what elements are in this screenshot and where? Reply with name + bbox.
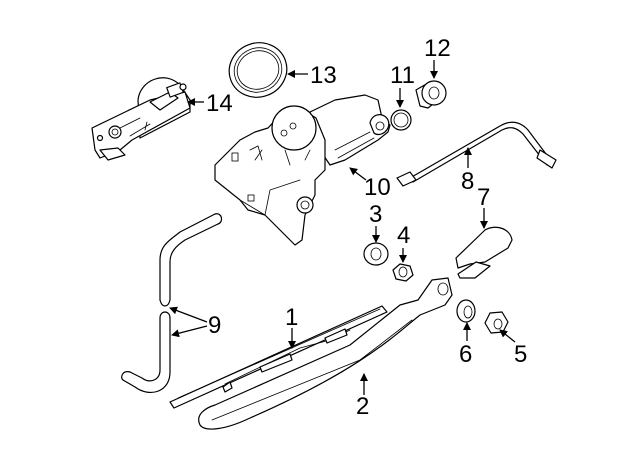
- part-13-grommet: [228, 42, 288, 98]
- callout-4: 4: [397, 222, 410, 249]
- callout-1: 1: [285, 304, 298, 331]
- callout-11: 11: [390, 62, 415, 89]
- part-9-hose-lower: [121, 311, 171, 393]
- callout-12: 12: [424, 35, 451, 62]
- leader-9a: [169, 306, 208, 323]
- part-3-washer: [363, 242, 389, 266]
- callout-9: 9: [208, 312, 221, 339]
- part-4-nut: [392, 263, 414, 282]
- callout-3: 3: [369, 201, 382, 228]
- leader-5: [499, 329, 516, 343]
- part-2-wiper-arm: [198, 277, 453, 430]
- part-10-wiper-motor: [214, 94, 391, 246]
- callout-10: 10: [364, 174, 391, 201]
- part-7-arm-cap: [455, 226, 513, 279]
- callout-8: 8: [461, 168, 474, 195]
- callout-7: 7: [477, 184, 490, 211]
- part-14-pump: [91, 77, 191, 161]
- part-8-washer-line: [396, 121, 557, 187]
- part-6-washer: [456, 299, 476, 323]
- callout-6: 6: [459, 341, 472, 368]
- callout-2: 2: [356, 393, 369, 420]
- part-11-o-ring: [390, 109, 412, 131]
- callout-14: 14: [206, 90, 233, 117]
- callout-labels: 1 2 3 4 5 6 7 8 9 10 11 12 13 14: [206, 35, 527, 420]
- part-12-cap: [415, 80, 447, 109]
- leader-9b: [171, 325, 208, 338]
- leader-lines: [169, 60, 516, 395]
- leader-10: [349, 167, 367, 181]
- part-1-wiper-blade: [169, 305, 388, 409]
- part-9-hose-upper: [159, 213, 223, 307]
- callout-13: 13: [310, 62, 337, 89]
- callout-5: 5: [514, 341, 527, 368]
- part-5-nut: [484, 311, 509, 334]
